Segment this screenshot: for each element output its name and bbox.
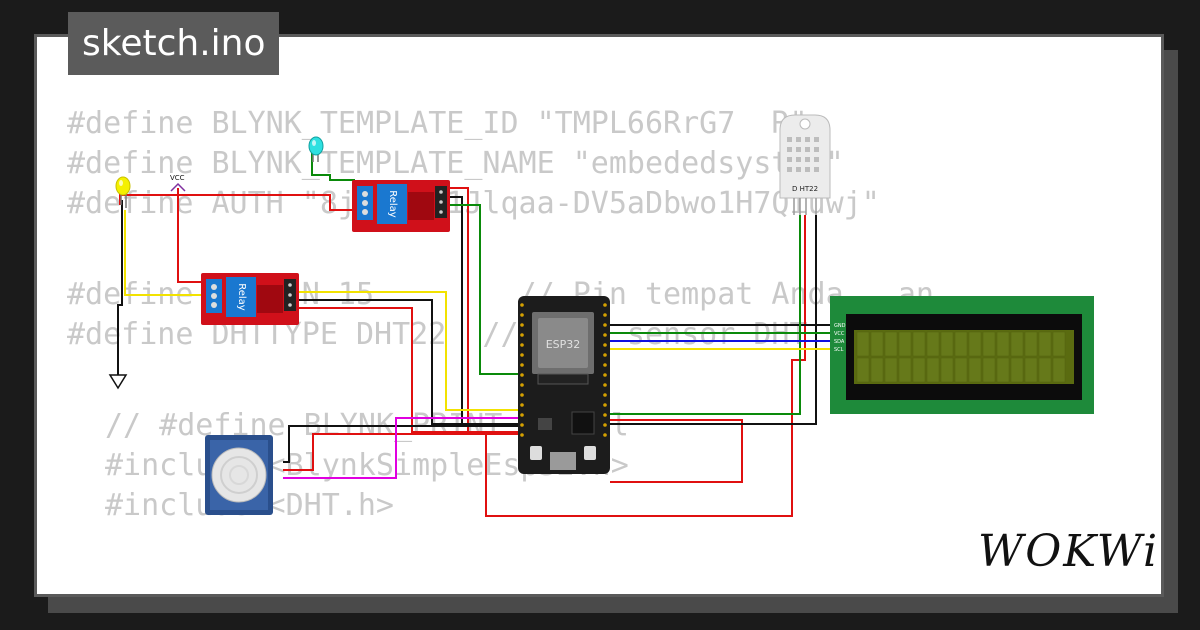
lcd-pin-label: SDA — [834, 339, 845, 345]
yellow-led[interactable] — [115, 176, 131, 208]
vcc-label: VCC — [170, 174, 185, 182]
relay-label: Relay — [387, 190, 398, 218]
esp32-label: ESP32 — [546, 338, 581, 351]
wire-green — [605, 215, 801, 415]
code-line: #define BLYNK_TEMPLATE_NAME "embededsyst… — [67, 146, 844, 181]
wokwi-logo: WOKWi — [978, 526, 1160, 577]
ground-symbol — [108, 374, 128, 390]
wire-red — [119, 194, 355, 211]
wire-red — [485, 215, 806, 517]
wire-black — [448, 196, 522, 425]
wire-black — [298, 299, 462, 425]
wire-yellow — [124, 210, 205, 296]
relay-module-top[interactable]: Relay — [352, 180, 450, 232]
wire-red — [177, 188, 205, 283]
dht22-sensor[interactable]: D HT22 — [779, 114, 831, 215]
code-line: #define BLYNK_TEMPLATE_ID "TMPL66RrG7 R" — [67, 106, 808, 141]
vcc-symbol: VCC — [170, 174, 186, 192]
wire-red — [605, 419, 743, 483]
wire-black — [605, 215, 817, 425]
pir-motion-sensor[interactable] — [205, 435, 273, 515]
wire-red — [448, 187, 522, 433]
wire-magenta — [283, 417, 522, 479]
lcd-pin-label: GND — [834, 323, 846, 329]
wire-red — [283, 433, 522, 471]
lcd-display[interactable]: GND VCC SDA SCL — [830, 296, 1094, 414]
wire-green — [311, 150, 355, 181]
relay-module-bottom[interactable]: Relay — [201, 273, 299, 325]
lcd-pin-label: SCL — [834, 347, 844, 353]
dht-label: D HT22 — [792, 185, 818, 193]
file-tab[interactable]: sketch.ino — [68, 12, 280, 75]
cyan-led[interactable] — [308, 136, 324, 162]
wire-red — [298, 307, 468, 433]
wire-black — [283, 425, 522, 463]
wire-yellow — [298, 291, 522, 411]
wire-black — [117, 200, 123, 375]
esp32-board[interactable]: ESP32 — [518, 296, 610, 474]
wires — [117, 150, 832, 517]
relay-label: Relay — [236, 283, 247, 311]
lcd-pin-label: VCC — [834, 331, 845, 337]
